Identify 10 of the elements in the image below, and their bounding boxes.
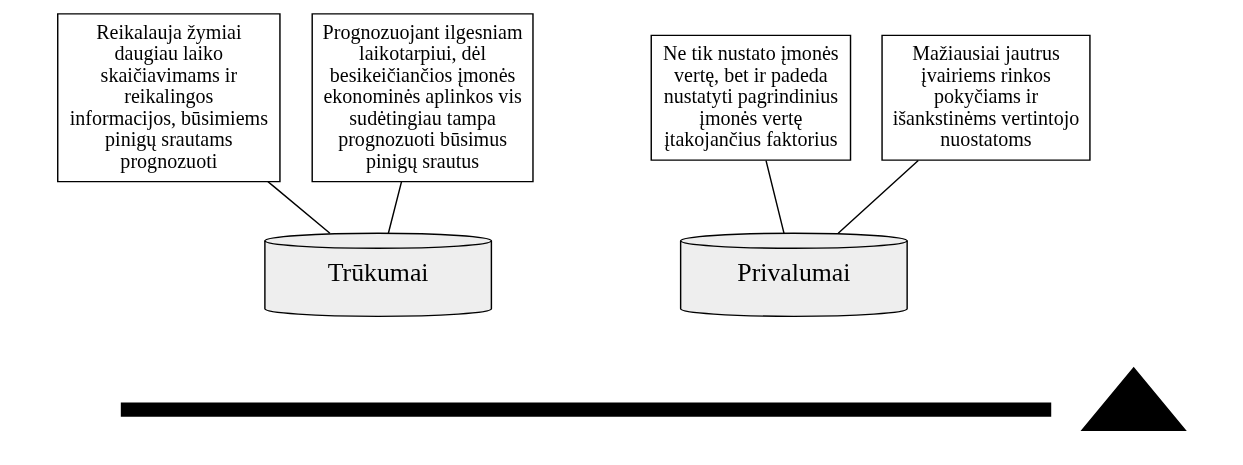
node-box: Reikalauja žymiai daugiau laiko skaičiavimams ir reikalingos informacijos, būsimiems pinigų srautams prognozuoti	[57, 13, 281, 183]
node-triangle	[1080, 366, 1187, 432]
connector	[837, 159, 919, 234]
node-box: Prognozuojant ilgesniam laikotarpiui, dėl besikeičiančios įmonės ekonominės aplinkos vis sudėtingiau tampa prognozuoti būsimus pinigų srautus	[311, 13, 534, 183]
connector	[765, 159, 785, 234]
node-box: Mažiausiai jautrus įvairiems rinkos pokyčiams ir išankstinėms vertintojo nuostatoms	[881, 34, 1091, 161]
node-bar	[120, 402, 1052, 417]
connector	[267, 180, 331, 234]
connector	[387, 180, 403, 234]
node-box: Ne tik nustato įmonės vertę, bet ir padeda nustatyti pagrindinius įmonės vertę įtakojančius faktorius	[650, 34, 852, 161]
